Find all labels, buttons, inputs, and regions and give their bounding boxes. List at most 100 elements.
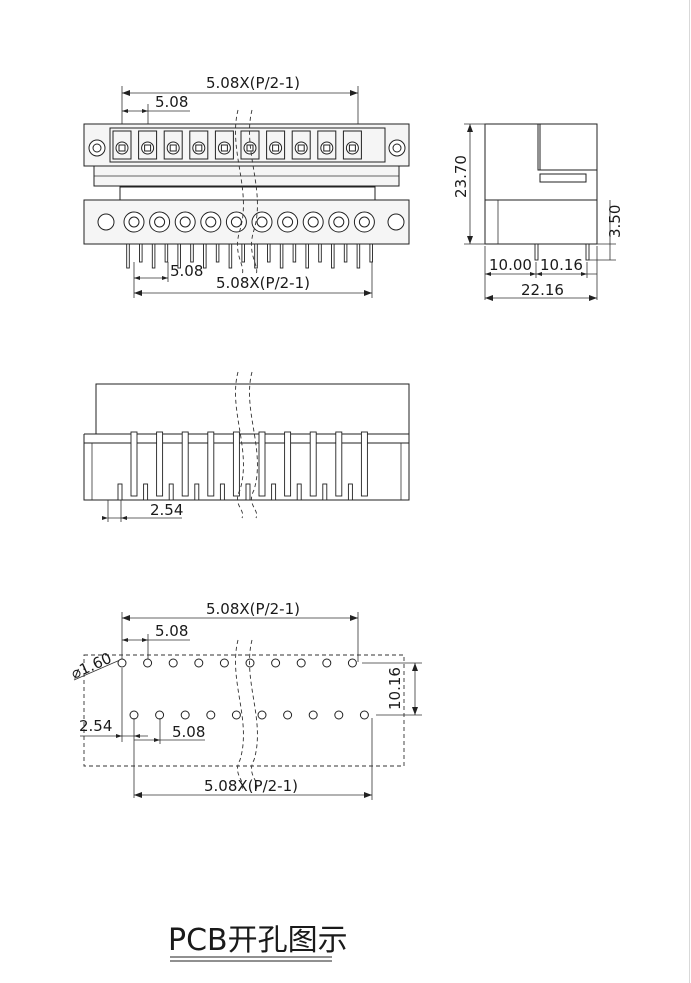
pin: [177, 243, 181, 269]
pin: [126, 243, 130, 269]
screw-slot: [323, 144, 331, 152]
screw-slot: [348, 144, 356, 152]
socket-inner: [307, 216, 319, 228]
pcb-hole: [180, 710, 190, 720]
pin: [241, 243, 245, 263]
socket-inner: [179, 216, 191, 228]
pin: [292, 243, 297, 263]
pcb-hole: [219, 658, 229, 668]
contact-pin: [360, 431, 368, 497]
pcb-hole: [308, 710, 318, 720]
socket-icon: [174, 211, 196, 233]
bottom-view: 2.54: [83, 371, 410, 522]
socket-inner: [128, 216, 140, 228]
contact-pin: [232, 431, 240, 497]
screw-icon: [294, 141, 308, 155]
lower-offset-label: 2.54: [150, 501, 183, 519]
pcb-bottom-dim-label: 5.08X(P/2-1): [204, 777, 298, 795]
screw-icon: [166, 141, 180, 155]
pin: [164, 243, 169, 263]
socket-icon: [123, 211, 145, 233]
front-top-dim-label: 5.08X(P/2-1): [206, 74, 300, 92]
screw-icon: [243, 141, 257, 155]
terminal-cell: [189, 130, 209, 160]
socket-icon: [328, 211, 350, 233]
terminal-cell: [214, 130, 234, 160]
socket-inner: [333, 216, 345, 228]
screw-slot: [272, 144, 280, 152]
pcb-offset-label: 2.54: [79, 717, 112, 735]
socket-icon: [277, 211, 299, 233]
short-pin: [245, 483, 251, 501]
pcb-hole: [271, 658, 281, 668]
contact-pin: [130, 431, 138, 497]
screw-slot: [169, 144, 177, 152]
pcb-hole: [194, 658, 204, 668]
front-view: 5.08X(P/2-1) 5.08: [83, 74, 410, 298]
pcb-bottom-pitch-label: 5.08: [172, 723, 205, 741]
pcb-hole: [231, 710, 241, 720]
screw-icon: [141, 141, 155, 155]
screw-slot: [220, 144, 228, 152]
pcb-hole: [296, 658, 306, 668]
terminal-cell: [317, 130, 337, 160]
pcb-hole: [206, 710, 216, 720]
socket-inner: [358, 216, 370, 228]
side-dim-b-label: 10.16: [540, 256, 583, 274]
screw-icon: [115, 141, 129, 155]
side-total-width-label: 22.16: [521, 281, 564, 299]
socket-icon: [225, 211, 247, 233]
short-pin: [296, 483, 302, 501]
screw-slot: [118, 144, 126, 152]
socket-icon: [302, 211, 324, 233]
pcb-layout-view: 5.08X(P/2-1) 5.08 ⌀1.60 10.16 2.54: [68, 600, 422, 800]
pin: [356, 243, 361, 269]
pin: [369, 243, 373, 263]
terminal-cell: [138, 130, 158, 160]
screw-icon: [269, 141, 283, 155]
pin: [215, 243, 220, 263]
contact-pin: [181, 431, 189, 497]
socket-icon: [353, 211, 375, 233]
screw-slot: [297, 144, 305, 152]
pcb-hole: [155, 710, 165, 720]
screw-icon: [345, 141, 359, 155]
contact-pin: [156, 431, 164, 497]
terminal-cell: [342, 130, 362, 160]
terminal-cell: [112, 130, 132, 160]
pcb-hole: [257, 710, 267, 720]
socket-inner: [230, 216, 242, 228]
pcb-hole: [334, 710, 344, 720]
short-pin: [117, 483, 123, 501]
terminal-cell: [163, 130, 183, 160]
front-bottom-dim-label: 5.08X(P/2-1): [216, 274, 310, 292]
socket-inner: [154, 216, 166, 228]
socket-icon: [251, 211, 273, 233]
terminal-cell: [266, 130, 286, 160]
side-pin-length-label: 3.50: [606, 205, 624, 238]
short-pin: [143, 483, 149, 501]
pin: [139, 243, 143, 263]
short-pin: [194, 483, 200, 501]
pcb-hole-dia-label: ⌀1.60: [68, 649, 114, 683]
page-edge: [689, 0, 690, 983]
pcb-hole: [359, 710, 369, 720]
pin: [203, 243, 207, 269]
pin: [331, 243, 335, 269]
pin: [343, 243, 348, 263]
screw-icon: [217, 141, 231, 155]
short-pin: [271, 483, 277, 501]
pcb-hole: [143, 658, 153, 668]
contact-pin: [284, 431, 292, 497]
socket-icon: [149, 211, 171, 233]
terminal-cell: [291, 130, 311, 160]
pcb-top-dim-label: 5.08X(P/2-1): [206, 600, 300, 618]
pcb-hole: [322, 658, 332, 668]
terminal-cell: [240, 130, 260, 160]
screw-icon: [192, 141, 206, 155]
pin: [190, 243, 194, 263]
pin: [267, 243, 271, 263]
pcb-hole: [117, 658, 127, 668]
contact-pin: [309, 431, 317, 497]
